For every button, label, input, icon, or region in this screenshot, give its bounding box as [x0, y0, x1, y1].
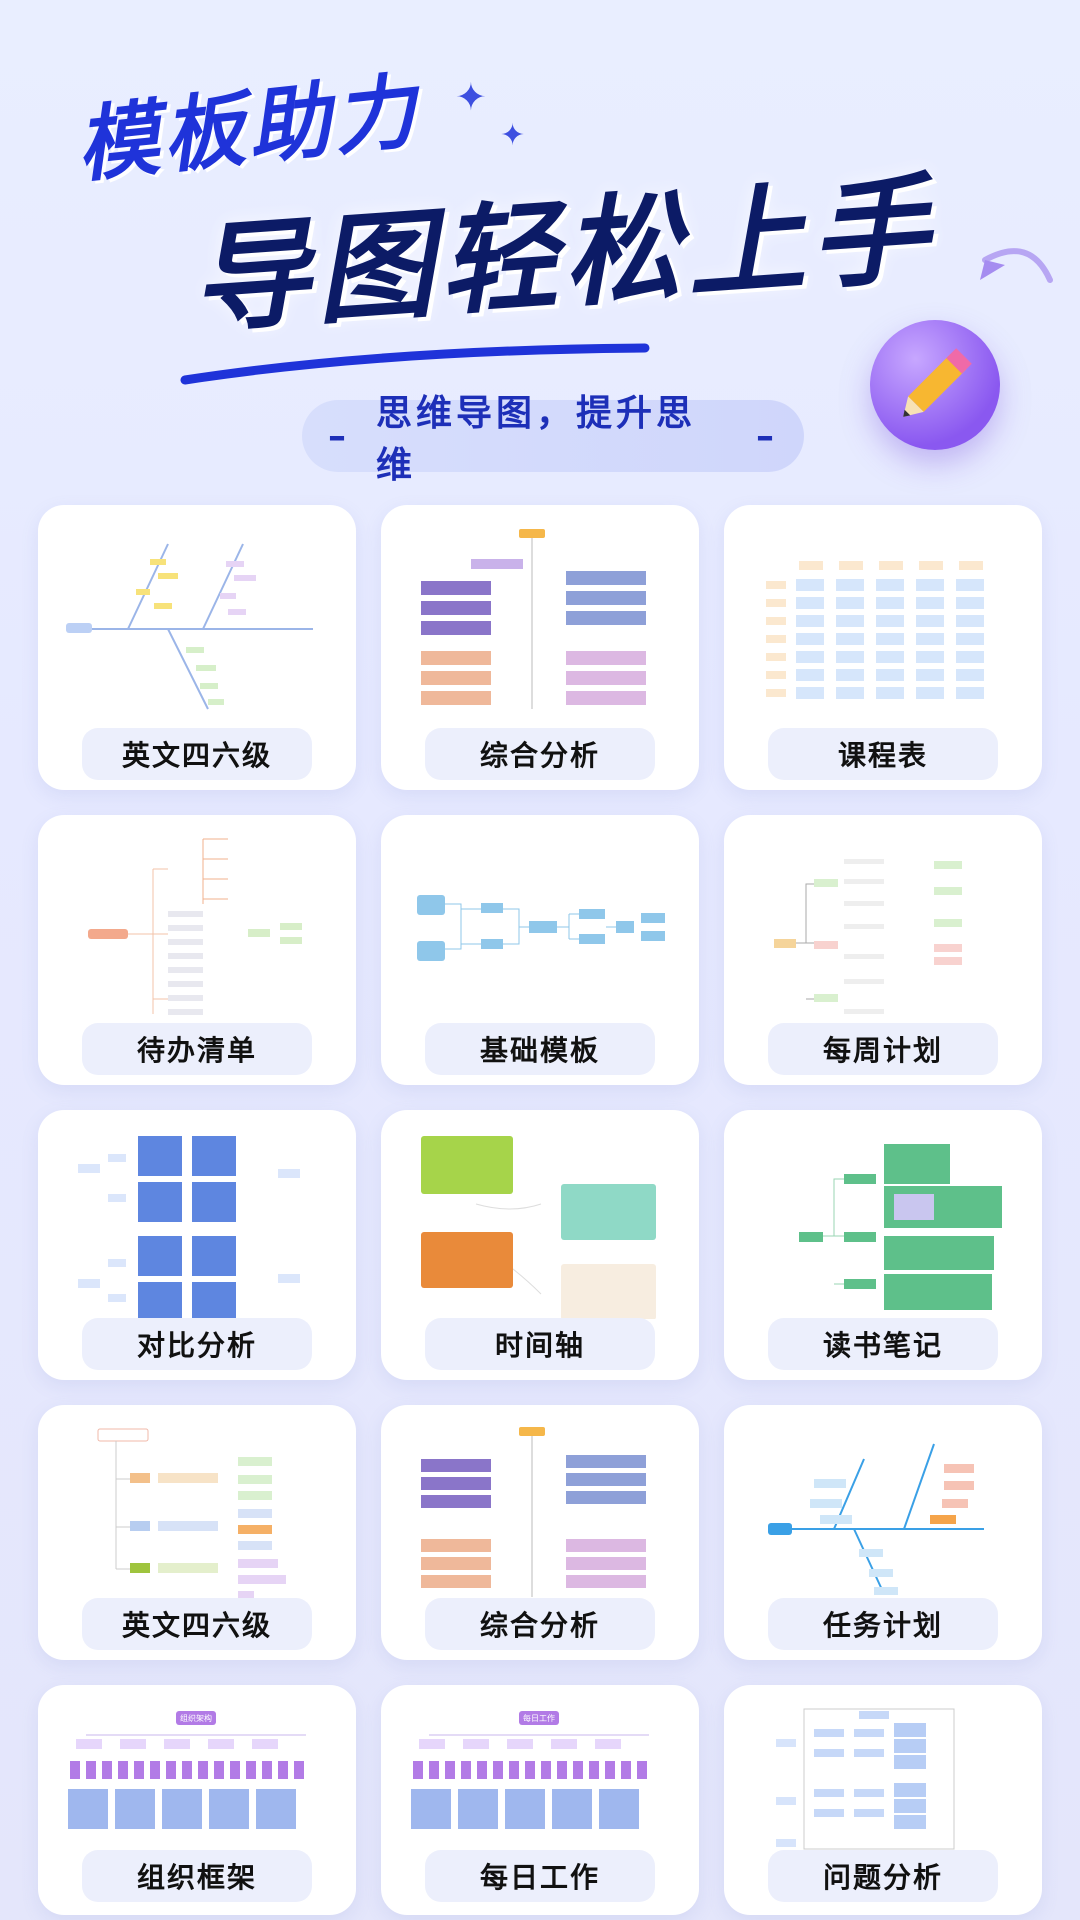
template-card-org[interactable]: 组织架构 组织框架	[38, 1685, 356, 1915]
template-thumbnail-compare	[78, 1136, 300, 1319]
template-card-analysis-2[interactable]: 综合分析	[381, 1405, 699, 1660]
template-label: 待办清单	[82, 1023, 312, 1075]
template-label: 组织框架	[82, 1850, 312, 1902]
template-thumbnail-problem	[776, 1708, 955, 1850]
dash-left: –	[328, 415, 350, 457]
template-thumbnail-org: 每日工作	[411, 1711, 649, 1829]
template-card-task[interactable]: 任务计划	[724, 1405, 1042, 1660]
subtitle-text: 思维导图，提升思维	[376, 393, 697, 486]
template-card-daily[interactable]: 每日工作 每日工作	[381, 1685, 699, 1915]
pencil-icon	[903, 348, 972, 417]
template-thumbnail-fishbone	[768, 1443, 984, 1595]
template-card-basic[interactable]: 基础模板	[381, 815, 699, 1085]
daily-header-text: 每日工作	[523, 1713, 555, 1723]
template-label: 任务计划	[768, 1598, 998, 1650]
template-thumbnail-todo	[88, 838, 302, 1015]
org-header-text: 组织架构	[180, 1713, 212, 1723]
template-thumbnail-english	[97, 1428, 286, 1600]
curved-arrow-icon	[980, 248, 1053, 283]
template-thumbnail-timeline	[421, 1136, 656, 1319]
pencil-badge	[870, 320, 1000, 450]
template-thumbnail-analysis	[421, 529, 646, 709]
template-label: 综合分析	[425, 728, 655, 780]
subtitle-pill: – 思维导图，提升思维 –	[302, 393, 804, 486]
template-card-timeline[interactable]: 时间轴	[381, 1110, 699, 1380]
template-card-compare[interactable]: 对比分析	[38, 1110, 356, 1380]
template-label: 读书笔记	[768, 1318, 998, 1370]
template-label: 每日工作	[425, 1850, 655, 1902]
template-thumbnail-reading	[799, 1144, 1002, 1310]
template-thumbnail-weekly	[774, 859, 962, 1014]
template-card-todo[interactable]: 待办清单	[38, 815, 356, 1085]
template-label: 时间轴	[425, 1318, 655, 1370]
template-thumbnail-fishbone	[66, 543, 313, 710]
template-card-english[interactable]: 英文四六级	[38, 505, 356, 790]
template-card-analysis[interactable]: 综合分析	[381, 505, 699, 790]
brush-stroke-decoration	[180, 343, 650, 385]
dash-right: –	[756, 415, 778, 457]
template-thumbnail-org: 组织架构	[68, 1711, 306, 1829]
template-thumbnail-basic	[417, 895, 665, 961]
hero-banner: 模板助力 ✦ ✦ 导图轻松上手 – 思维导图，提升思维 –	[0, 0, 1080, 500]
template-label: 每周计划	[768, 1023, 998, 1075]
template-card-problem[interactable]: 问题分析	[724, 1685, 1042, 1915]
template-card-weekly[interactable]: 每周计划	[724, 815, 1042, 1085]
template-label: 对比分析	[82, 1318, 312, 1370]
template-card-schedule[interactable]: 课程表	[724, 505, 1042, 790]
template-card-reading[interactable]: 读书笔记	[724, 1110, 1042, 1380]
template-label: 英文四六级	[82, 1598, 312, 1650]
template-card-english-2[interactable]: 英文四六级	[38, 1405, 356, 1660]
template-label: 课程表	[768, 728, 998, 780]
template-label: 问题分析	[768, 1850, 998, 1902]
template-label: 综合分析	[425, 1598, 655, 1650]
sparkle-icon: ✦	[500, 118, 526, 153]
template-label: 基础模板	[425, 1023, 655, 1075]
sparkle-icon: ✦	[455, 75, 487, 119]
template-thumbnail-schedule	[766, 561, 984, 699]
template-thumbnail-analysis	[421, 1427, 646, 1597]
template-label: 英文四六级	[82, 728, 312, 780]
